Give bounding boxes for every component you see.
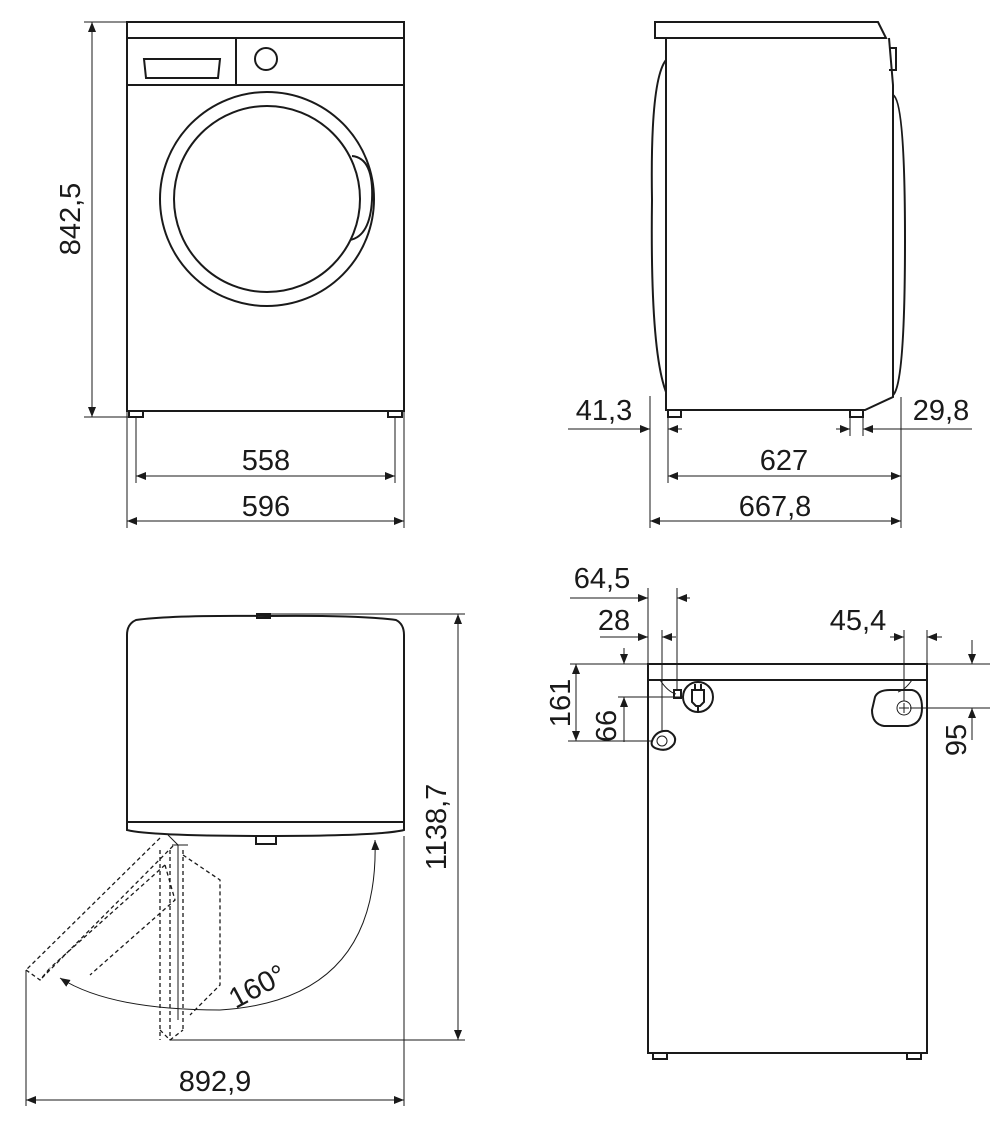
door-handle <box>349 155 374 241</box>
door-inner <box>173 105 361 293</box>
d-45-4-label: 45,4 <box>830 605 886 637</box>
front-body <box>126 21 405 412</box>
open-depth-label: 1138,7 <box>421 784 453 871</box>
side-view <box>650 21 907 418</box>
side-dimensions: 41,3 29,8 627 667,8 <box>568 395 972 528</box>
side-front-panel <box>889 47 897 71</box>
rear-foot-right <box>906 1052 922 1060</box>
open-width-label: 892,9 <box>179 1066 252 1098</box>
side-top <box>654 21 888 39</box>
d-66-label: 66 <box>591 710 623 742</box>
inner-width-label: 558 <box>242 445 290 477</box>
side-body <box>665 37 894 411</box>
height-label: 842,5 <box>55 183 87 256</box>
d-64-5-label: 64,5 <box>574 563 630 595</box>
side-rear-bulge <box>650 59 667 393</box>
door-angle-label: 160° <box>224 959 292 1015</box>
d-161-label: 161 <box>545 679 577 727</box>
side-foot-rear <box>667 409 682 418</box>
rear-offset-label: 41,3 <box>576 395 632 427</box>
front-view <box>126 21 405 418</box>
rear-dimensions: 64,5 28 45,4 161 66 95 <box>545 563 990 756</box>
program-knob <box>254 47 278 71</box>
door-swing-arc <box>59 839 380 1011</box>
rear-body <box>647 663 928 1054</box>
top-body <box>126 614 405 838</box>
door-outer <box>159 91 375 307</box>
d-95-label: 95 <box>941 724 973 756</box>
side-foot-front <box>849 409 864 418</box>
front-dimensions: 842,5 558 596 <box>55 21 405 528</box>
foot-right <box>387 410 403 418</box>
width-label: 596 <box>242 491 290 523</box>
side-door-profile <box>892 94 907 396</box>
foot-left <box>128 410 144 418</box>
front-offset-label: 29,8 <box>913 395 969 427</box>
total-depth-label: 667,8 <box>739 491 812 523</box>
depth-label: 627 <box>760 445 808 477</box>
rear-foot-left <box>652 1052 668 1060</box>
plug-symbol <box>691 684 705 713</box>
detergent-drawer <box>142 58 222 79</box>
drain-hose-outlet <box>650 729 677 751</box>
rear-view <box>647 663 928 1060</box>
door-hinge-block <box>255 835 277 845</box>
top-dimensions: 1138,7 892,9 <box>25 613 465 1106</box>
d-28-label: 28 <box>598 605 630 637</box>
top-view: 160° <box>25 613 405 1041</box>
